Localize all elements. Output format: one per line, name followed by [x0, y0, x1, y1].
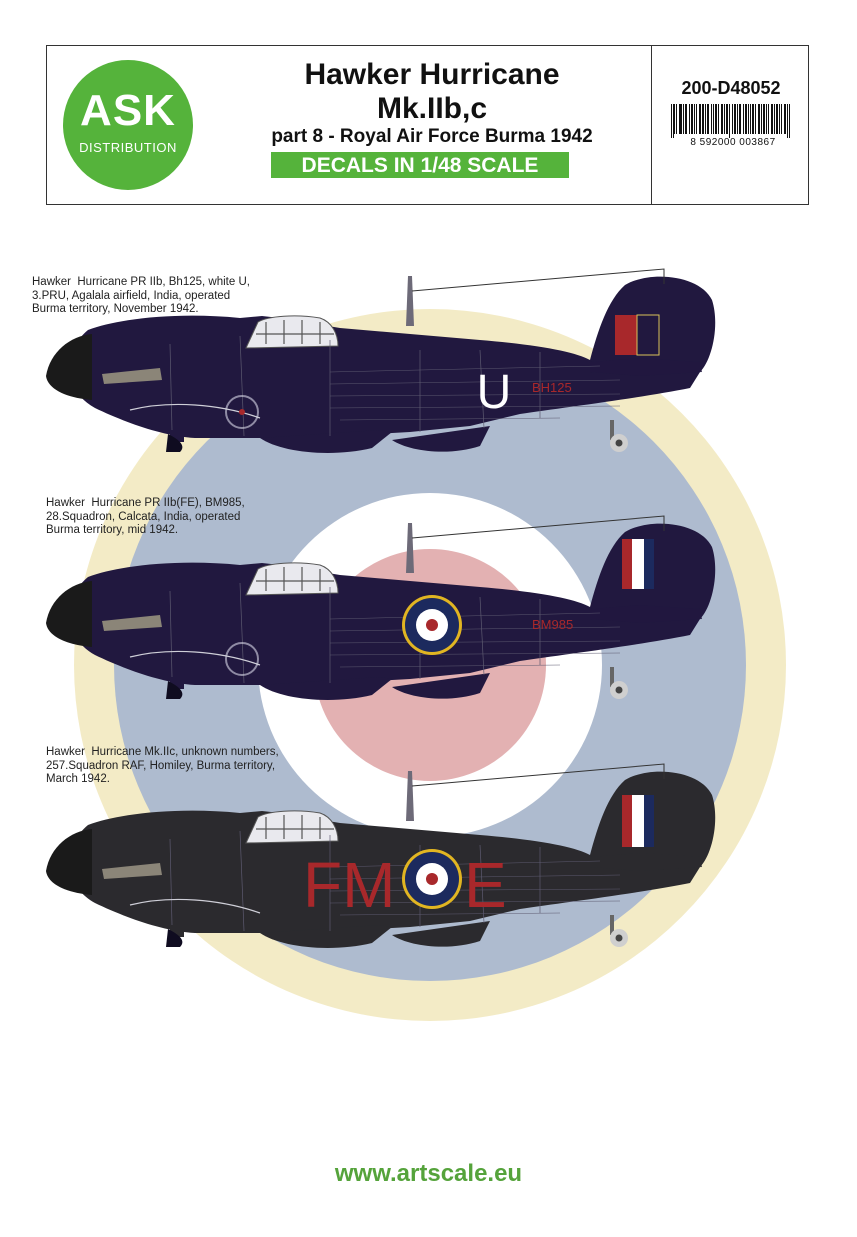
code-letter-E: E — [464, 849, 507, 921]
serial-bh125: BH125 — [532, 380, 572, 395]
barcode — [671, 104, 790, 138]
barcode-digits: 8 592000 003867 — [690, 137, 776, 148]
title-line-2: Mk.IIb,c — [376, 92, 488, 125]
code-letter-U: U — [477, 366, 512, 419]
underwing-roundel-1 — [225, 395, 259, 429]
aircraft-3-profile: FM E — [45, 763, 716, 949]
scale-banner: DECALS IN 1/48 SCALE — [271, 152, 569, 178]
title-line-1: Hawker Hurricane — [304, 58, 560, 91]
fuselage-roundel-3 — [402, 849, 462, 909]
fuselage-roundel-2 — [402, 595, 462, 655]
caption-aircraft-3: Hawker Hurricane Mk.IIc, unknown numbers… — [46, 746, 279, 785]
ask-distribution-logo: ASK DISTRIBUTION — [63, 60, 193, 190]
header-divider — [651, 46, 652, 204]
logo-distribution: DISTRIBUTION — [79, 140, 177, 155]
subtitle: part 8 - Royal Air Force Burma 1942 — [271, 126, 593, 147]
product-code: 200-D48052 — [681, 78, 781, 98]
caption-aircraft-1: Hawker Hurricane PR IIb, Bh125, white U,… — [32, 276, 250, 315]
website-url: www.artscale.eu — [334, 1160, 523, 1187]
serial-bm985: BM985 — [532, 617, 573, 632]
logo-ask: ASK — [80, 86, 176, 135]
aircraft-2-profile: BM985 — [45, 515, 716, 701]
fin-flash-3 — [622, 795, 654, 847]
header-box: ASK DISTRIBUTION Hawker Hurricane Mk.IIb… — [46, 45, 809, 205]
aircraft-1-profile: U BH125 — [45, 268, 716, 454]
caption-aircraft-2: Hawker Hurricane PR IIb(FE), BM985, 28.S… — [46, 497, 245, 536]
code-letters-FM: FM — [303, 849, 395, 921]
underwing-roundel-2 — [225, 642, 259, 676]
fin-flash-2 — [622, 539, 654, 589]
